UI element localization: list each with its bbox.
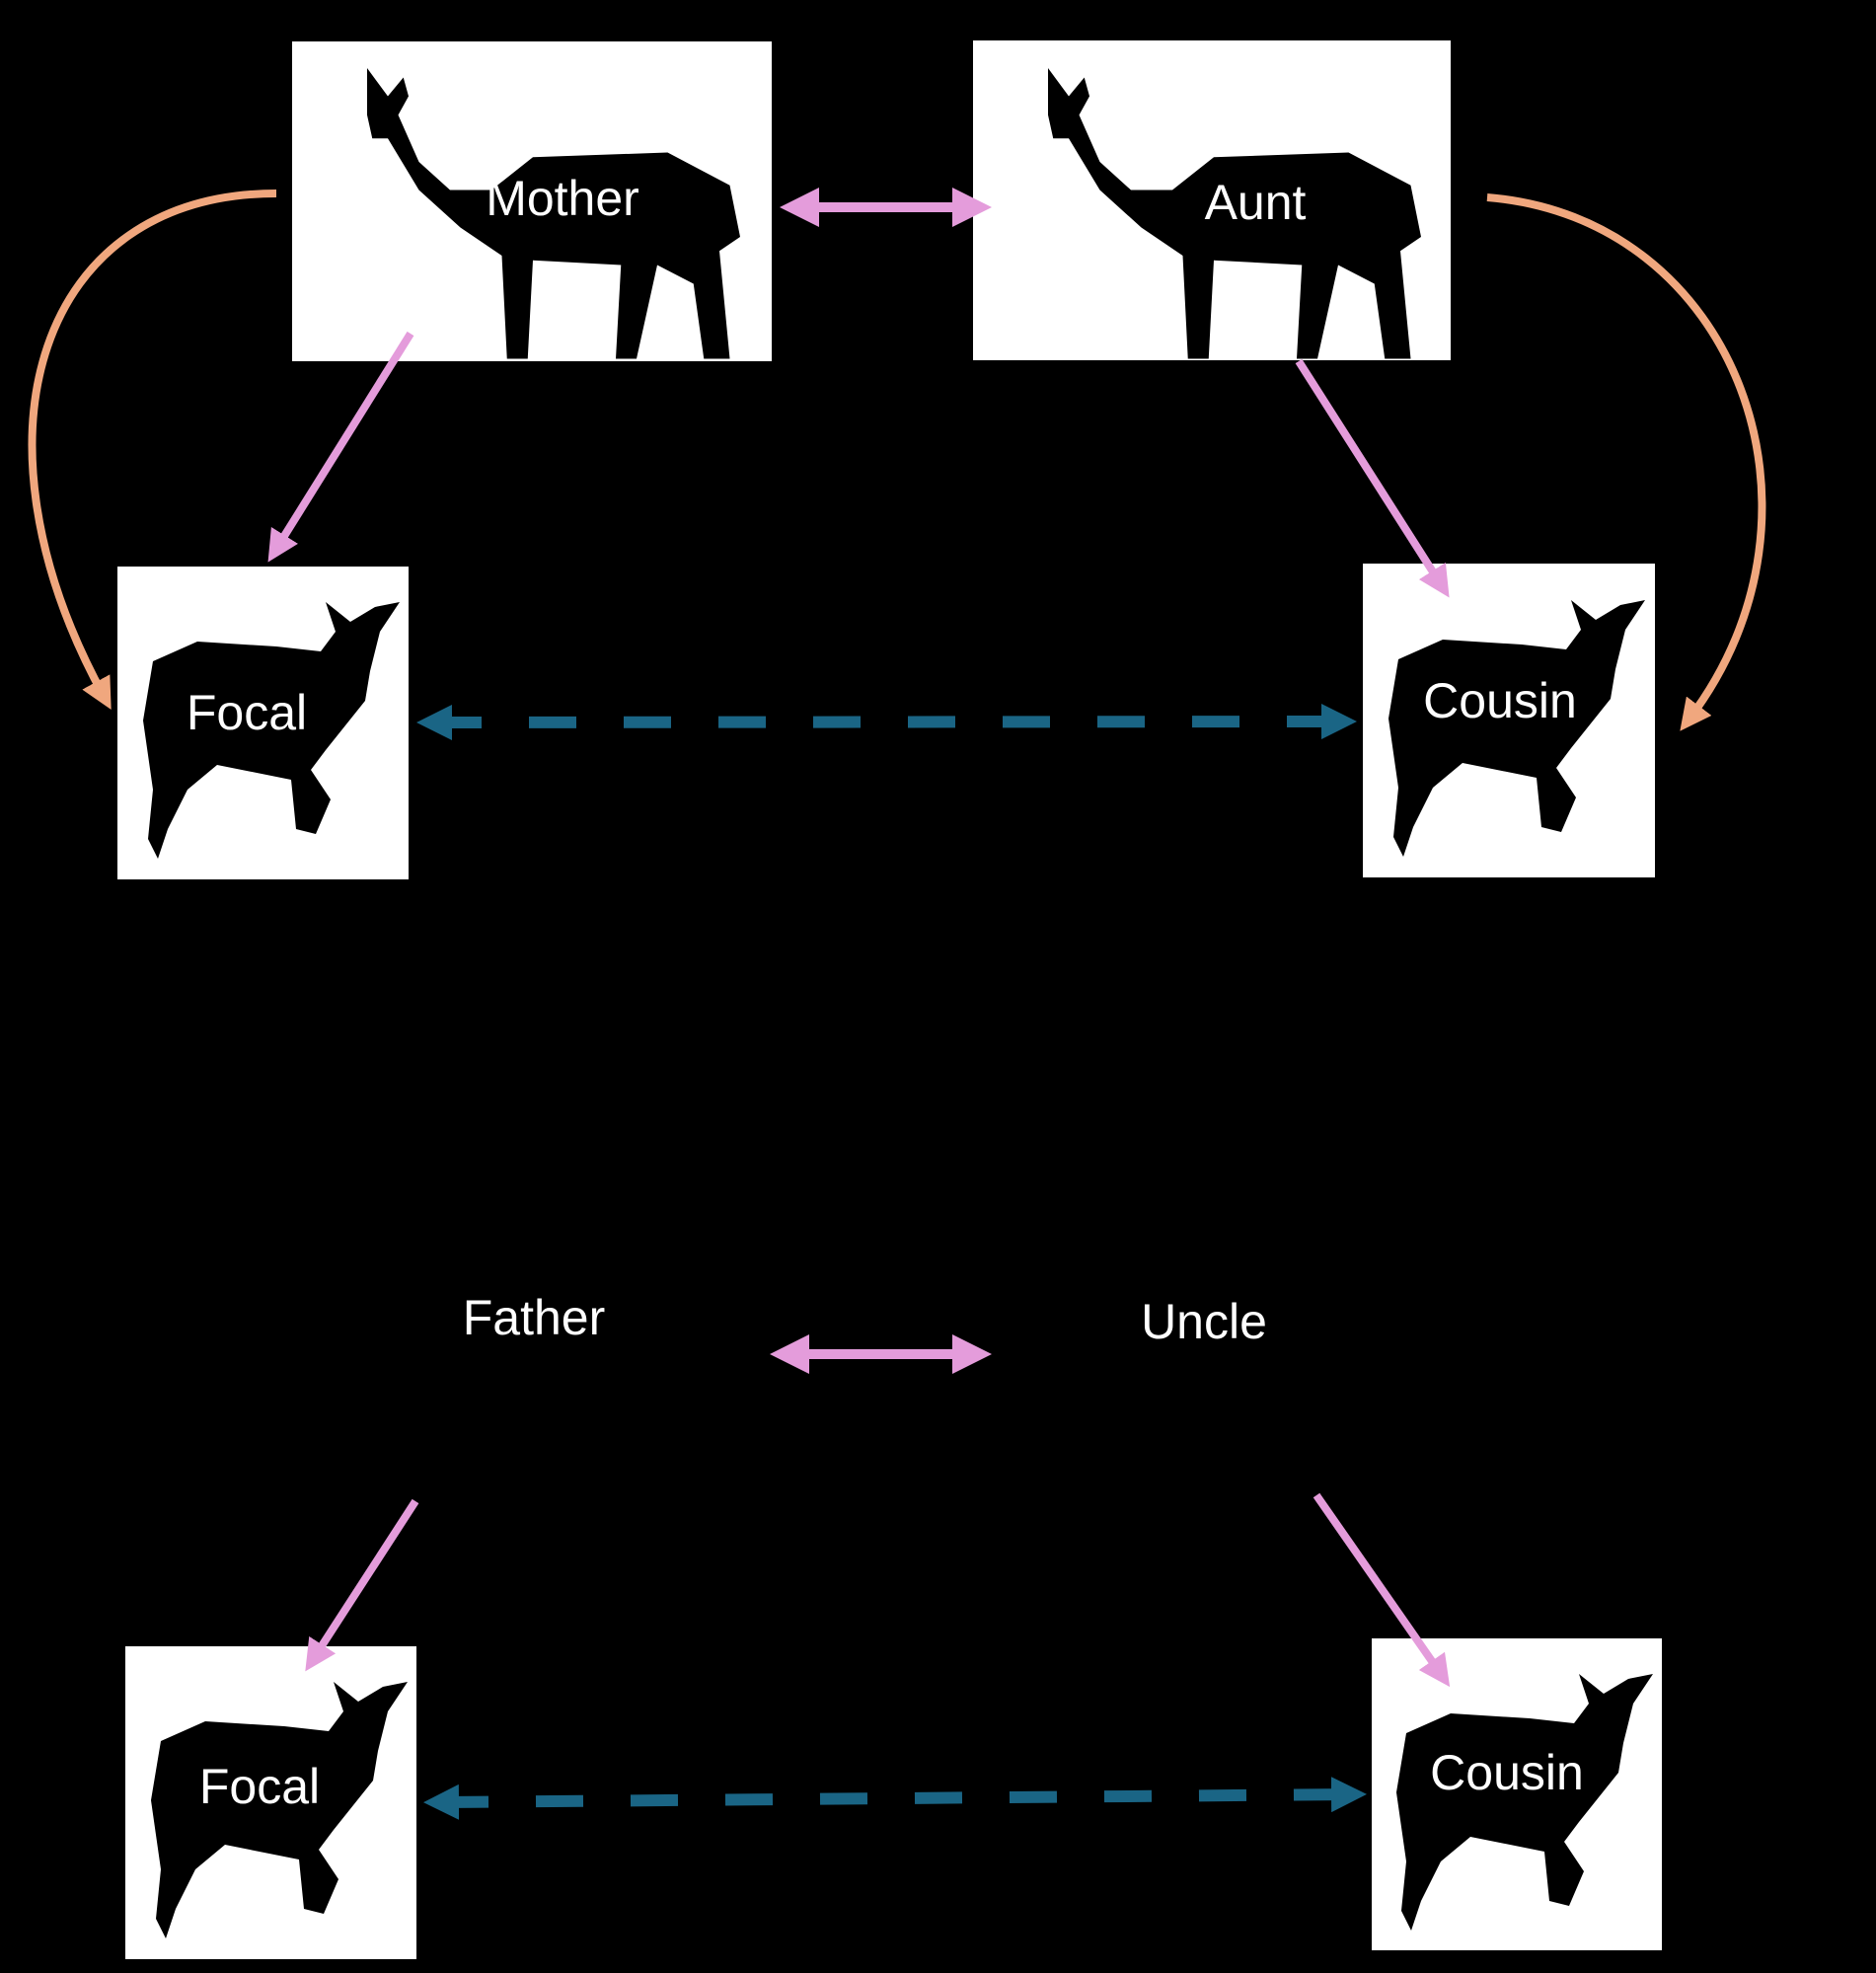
aunt-box <box>973 40 1451 360</box>
maternal-curve-arrow-left <box>28 190 277 711</box>
uncle-to-cousin-arrow <box>1313 1492 1451 1688</box>
mother-label: Mother <box>486 171 639 226</box>
father-label: Father <box>463 1290 606 1345</box>
focal-box <box>117 567 409 879</box>
focal-cousin-dashed-arrow-paternal <box>423 1777 1367 1820</box>
focal-cousin-dashed-arrow <box>416 704 1357 740</box>
focal-box-paternal <box>125 1646 416 1959</box>
cousin-box <box>1363 564 1655 877</box>
cousin-label-paternal: Cousin <box>1430 1745 1584 1800</box>
maternal-curve-arrow-right <box>1486 193 1766 731</box>
mother-box <box>292 41 772 361</box>
cousin-label: Cousin <box>1423 673 1577 728</box>
cousin-box-paternal <box>1372 1638 1662 1950</box>
focal-label: Focal <box>187 685 307 740</box>
aunt-to-cousin-arrow <box>1295 358 1450 598</box>
mother-to-focal-arrow <box>267 331 414 563</box>
focal-label-paternal: Focal <box>199 1759 320 1814</box>
father-to-focal-arrow <box>305 1498 419 1672</box>
uncle-label: Uncle <box>1141 1294 1267 1349</box>
aunt-label: Aunt <box>1205 175 1307 230</box>
